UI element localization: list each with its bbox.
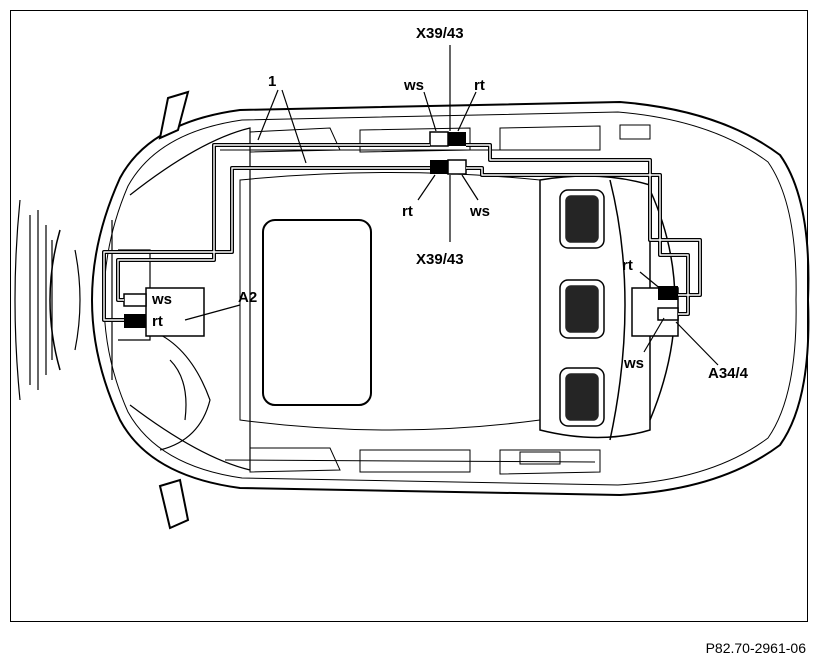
connector-x39-43: [429, 131, 467, 175]
label-x39-43-top: X39/43: [416, 25, 464, 42]
label-a2: A2: [238, 289, 257, 306]
label-x39-43-bottom: X39/43: [416, 251, 464, 268]
a34-unit: [631, 286, 679, 337]
leader-lines: [184, 45, 719, 366]
label-rt-mid: rt: [402, 203, 413, 220]
mirrors: [158, 90, 190, 530]
label-rt-a34: rt: [622, 257, 633, 274]
car-body: [90, 100, 810, 497]
a2-unit: [123, 287, 205, 337]
label-a34-4: A34/4: [708, 365, 749, 382]
label-rt-top: rt: [474, 77, 485, 94]
label-cable-1: 1: [268, 73, 276, 90]
label-ws-mid: ws: [469, 203, 490, 220]
label-ws-top: ws: [403, 77, 424, 94]
label-rt-a2: rt: [152, 313, 163, 330]
label-ws-a2: ws: [151, 291, 172, 308]
vehicle-wiring-diagram: 1 X39/43 ws rt rt ws X39/43 ws rt A2 rt …: [14, 25, 810, 530]
figure-code: P82.70-2961-06: [705, 640, 806, 656]
cable-harness-inner: [103, 144, 701, 321]
label-ws-a34: ws: [623, 355, 644, 372]
roof: [220, 149, 600, 463]
